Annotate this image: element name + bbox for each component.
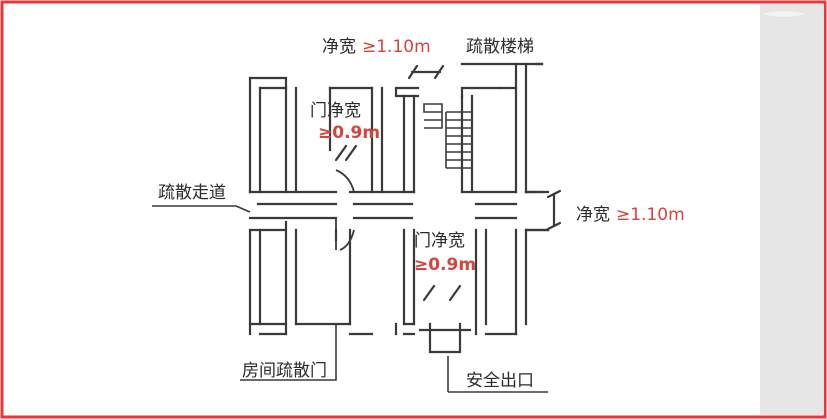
evacuation-corridor-label: 疏散走道 [158,183,226,203]
leader-lines [152,205,548,393]
door-width-2-value: ≥0.9m [414,255,476,275]
evacuation-stairs-label: 疏散楼梯 [466,37,534,57]
corner-ornament [762,11,805,17]
door-width-1-value: ≥0.9m [318,123,380,143]
corridor-width-prefix: 净宽 [576,205,610,225]
dimension-marks [334,64,562,302]
door-width-1-title: 门净宽 [310,101,361,121]
door-width-2-title: 门净宽 [414,231,465,251]
stair-width-label: 净宽 ≥1.10m [322,37,431,57]
stair-width-prefix: 净宽 [322,37,356,57]
plan-walls [248,62,550,354]
safety-exit-label: 安全出口 [466,371,534,391]
corridor-width-value: ≥1.10m [616,205,685,225]
stair-width-value: ≥1.10m [362,37,431,57]
room-evacuation-door-label: 房间疏散门 [242,361,327,381]
door-swings [335,169,355,251]
stair-treads [423,103,472,169]
right-gray-band [760,4,824,415]
corridor-width-label: 净宽 ≥1.10m [576,205,685,225]
